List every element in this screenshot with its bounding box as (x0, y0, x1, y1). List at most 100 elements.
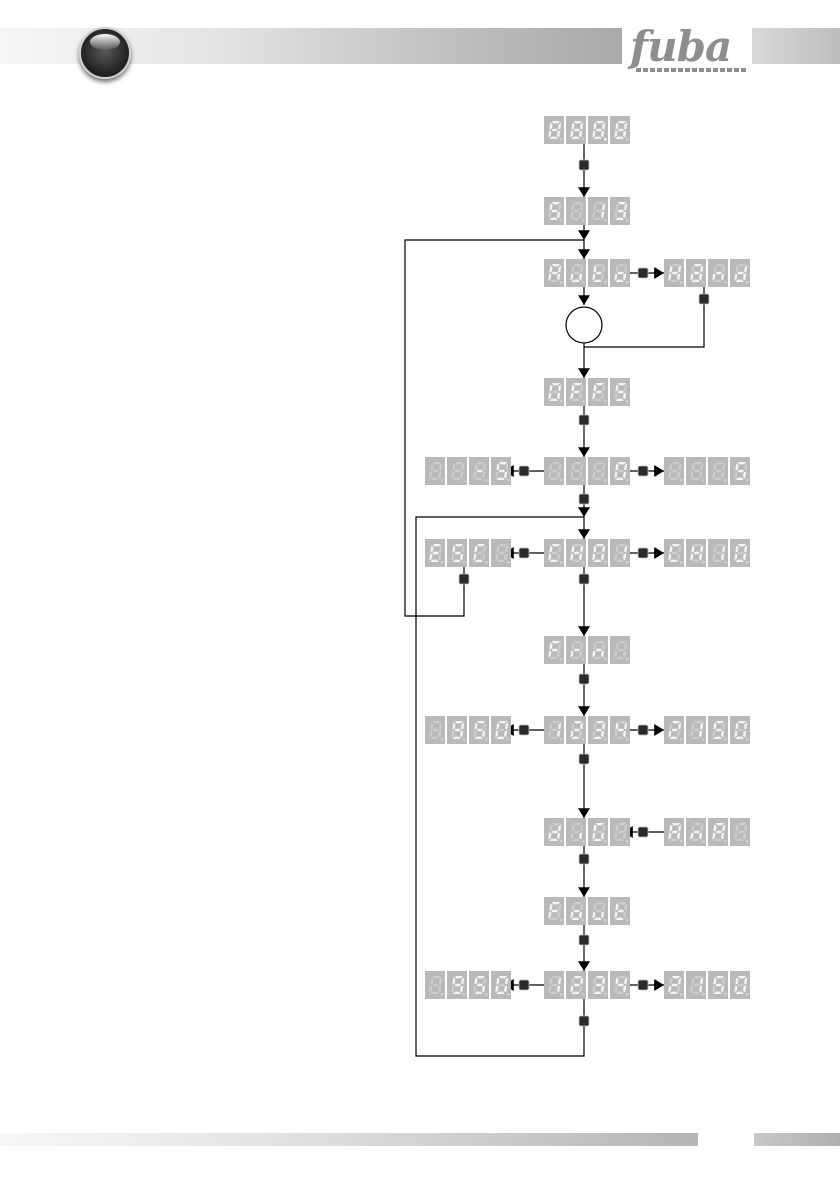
decimal-point (604, 138, 607, 141)
display-d_fin_max (664, 716, 750, 744)
decimal-point (507, 993, 510, 996)
decimal-point (582, 281, 585, 284)
decimal-point (560, 919, 563, 922)
decimal-point (680, 281, 683, 284)
button-press-icon (638, 466, 648, 476)
decimal-point (680, 561, 683, 564)
decimal-point (746, 993, 749, 996)
button-press-icon (519, 725, 529, 735)
arrowhead-right (654, 267, 664, 279)
decimal-point (680, 479, 683, 482)
decimal-point (463, 561, 466, 564)
button-press-icon (579, 415, 589, 425)
button-press-icon (579, 1016, 589, 1026)
decimal-point (702, 561, 705, 564)
decimal-point (604, 479, 607, 482)
decimal-point (724, 738, 727, 741)
display-d_dig (544, 818, 630, 846)
decimal-point (582, 400, 585, 403)
display-d_ana (664, 818, 750, 846)
auto-scan-circle (566, 307, 602, 343)
decimal-point (626, 840, 629, 843)
button-press-icon (579, 935, 589, 945)
arrowhead-down (578, 706, 590, 716)
display-d_offs_neg (425, 457, 511, 485)
decimal-point (724, 281, 727, 284)
decimal-point (724, 561, 727, 564)
button-press-icon (579, 754, 589, 764)
decimal-point (626, 400, 629, 403)
button-press-icon (579, 494, 589, 504)
decimal-point (441, 479, 444, 482)
decimal-point (507, 561, 510, 564)
arrowhead-down (578, 626, 590, 636)
display-d_ch10 (664, 539, 750, 567)
decimal-point (560, 138, 563, 141)
decimal-point (702, 840, 705, 843)
decimal-point (746, 281, 749, 284)
decimal-point (485, 738, 488, 741)
display-d_fout_min (425, 971, 511, 999)
display-d_fout (544, 897, 630, 925)
decimal-point (604, 658, 607, 661)
display-d_test (544, 116, 630, 144)
display-d_fin_min (425, 716, 511, 744)
display-d_esc (425, 539, 511, 567)
decimal-point (507, 738, 510, 741)
display-d_fin (544, 636, 630, 664)
button-press-icon (519, 980, 529, 990)
decimal-point (582, 738, 585, 741)
arrowhead-down (578, 249, 590, 259)
decimal-point (680, 993, 683, 996)
decimal-point (626, 738, 629, 741)
display-d_fout_max (664, 971, 750, 999)
decimal-point (702, 479, 705, 482)
arrowhead-down (578, 529, 590, 539)
arrowhead-down (578, 507, 590, 517)
decimal-point (724, 840, 727, 843)
decimal-point (560, 993, 563, 996)
decimal-point (746, 479, 749, 482)
decimal-point (560, 400, 563, 403)
display-d_hand (664, 259, 750, 287)
arrowhead-down (578, 447, 590, 457)
decimal-point (582, 919, 585, 922)
button-press-icon (579, 674, 589, 684)
button-press-icon (579, 574, 589, 584)
decimal-point (626, 993, 629, 996)
decimal-point (746, 738, 749, 741)
decimal-point (582, 561, 585, 564)
decimal-point (582, 658, 585, 661)
decimal-point (441, 993, 444, 996)
decimal-point (626, 138, 629, 141)
display-d_ch01 (544, 539, 630, 567)
decimal-point (582, 479, 585, 482)
decimal-point (560, 738, 563, 741)
decimal-point (626, 919, 629, 922)
button-press-icon (579, 160, 589, 170)
display-d_offs_zero (544, 457, 630, 485)
decimal-point (604, 919, 607, 922)
decimal-point (560, 658, 563, 661)
display-d_offs (544, 378, 630, 406)
decimal-point (604, 561, 607, 564)
decimal-point (724, 993, 727, 996)
decimal-point (560, 561, 563, 564)
arrowhead-right (654, 979, 664, 991)
decimal-point (560, 479, 563, 482)
decimal-point (441, 738, 444, 741)
button-press-icon (459, 574, 469, 584)
decimal-point (485, 479, 488, 482)
decimal-point (680, 840, 683, 843)
decimal-point (746, 840, 749, 843)
decimal-point (604, 840, 607, 843)
decimal-point (724, 479, 727, 482)
display-d_fout_val (544, 971, 630, 999)
display-d_version (544, 197, 630, 225)
decimal-point (746, 561, 749, 564)
decimal-point (702, 993, 705, 996)
arrowhead-right (654, 465, 664, 477)
decimal-point (441, 561, 444, 564)
decimal-point (702, 738, 705, 741)
